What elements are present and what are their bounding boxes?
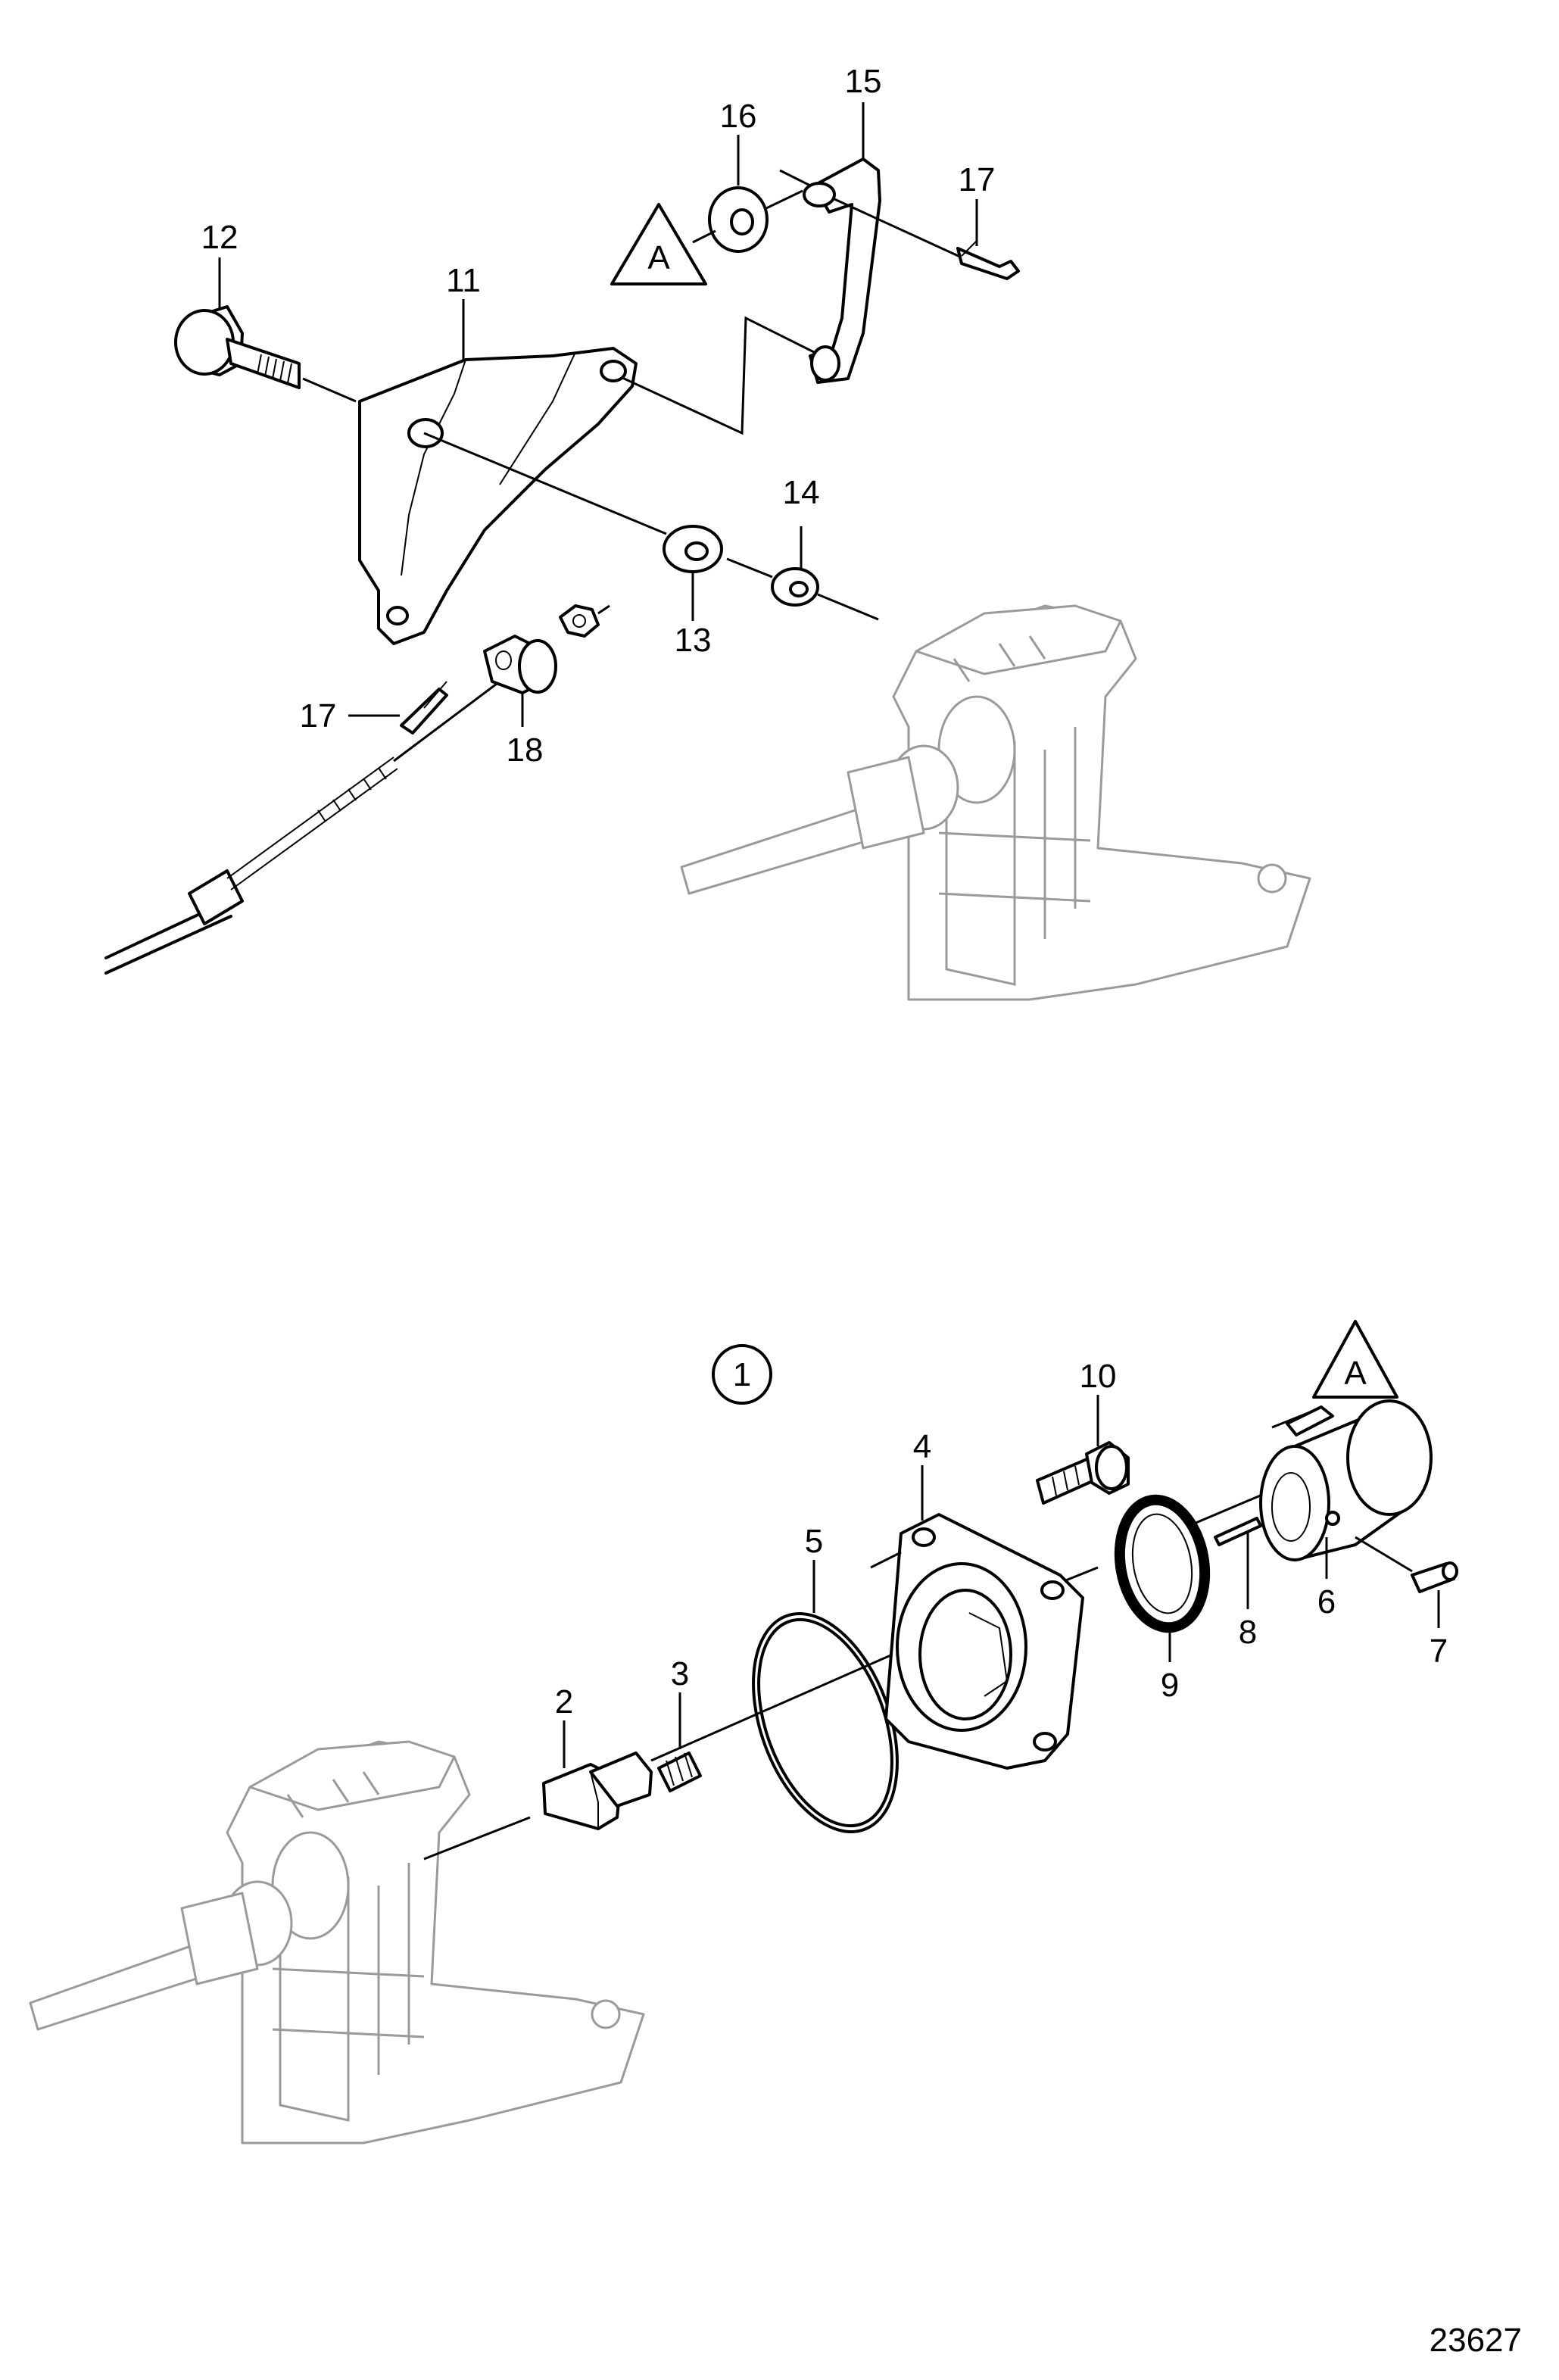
washer-13	[663, 525, 723, 573]
washer-16	[692, 186, 803, 253]
callout-17-upper: 17	[959, 161, 996, 198]
drawing-number: 23627	[1430, 2322, 1522, 2359]
callout-8: 8	[1239, 1614, 1257, 1651]
bracket-11	[358, 347, 638, 645]
o-ring-5	[752, 1612, 899, 1833]
leader-lines-upper	[218, 102, 978, 727]
drive-unit-housing-lower	[29, 1740, 645, 2144]
callout-18: 18	[507, 731, 544, 769]
callout-13: 13	[675, 622, 712, 659]
circled-reference-1: 1	[712, 1344, 772, 1405]
callout-3: 3	[671, 1655, 689, 1692]
callout-11: 11	[446, 262, 481, 299]
shift-fork-2	[542, 1751, 653, 1830]
lever-15	[779, 158, 962, 384]
bolt-12	[174, 305, 357, 403]
marker-a-lower: A	[1271, 1320, 1398, 1429]
spring-3	[657, 1751, 702, 1792]
pin-7	[1355, 1536, 1458, 1593]
screw-10	[1036, 1441, 1130, 1505]
callout-17-lower: 17	[300, 697, 337, 735]
cotter-pin-17-upper	[956, 240, 1020, 280]
callout-5: 5	[805, 1523, 823, 1560]
callout-labels: 12 11 16 15 17 14 13 17 18 2 3 4 5 10 6 …	[201, 63, 1448, 1720]
callout-16: 16	[720, 98, 757, 135]
marker-a-upper: A	[610, 203, 707, 285]
shift-sleeve-6	[1259, 1399, 1433, 1561]
callout-4: 4	[913, 1428, 931, 1465]
callout-10: 10	[1080, 1358, 1117, 1395]
assembly-axis-upper	[423, 432, 879, 621]
callout-15: 15	[845, 63, 882, 100]
shaft-seal-9	[1114, 1494, 1211, 1633]
pin-8	[1214, 1517, 1262, 1546]
callout-7: 7	[1430, 1633, 1448, 1670]
callout-9: 9	[1161, 1667, 1179, 1704]
marker-a-upper-label: A	[647, 239, 670, 276]
circled-reference-label: 1	[733, 1356, 751, 1393]
callout-12: 12	[201, 219, 239, 256]
marker-a-lower-label: A	[1344, 1355, 1367, 1392]
control-cable	[104, 680, 500, 975]
callout-2: 2	[555, 1683, 573, 1720]
callout-6: 6	[1317, 1583, 1336, 1620]
cable-end-fitting-18	[483, 635, 557, 694]
callout-14: 14	[783, 474, 820, 511]
drive-unit-housing-upper	[680, 604, 1311, 1001]
leader-lines-lower	[563, 1395, 1440, 1768]
lock-nut	[559, 604, 610, 638]
cover-housing-4	[870, 1513, 1084, 1770]
assembly-axis-lower	[423, 1483, 1288, 1861]
cotter-pin-17-lower	[400, 681, 448, 735]
washer-14	[771, 567, 819, 607]
bracket-lever-link	[620, 316, 815, 435]
